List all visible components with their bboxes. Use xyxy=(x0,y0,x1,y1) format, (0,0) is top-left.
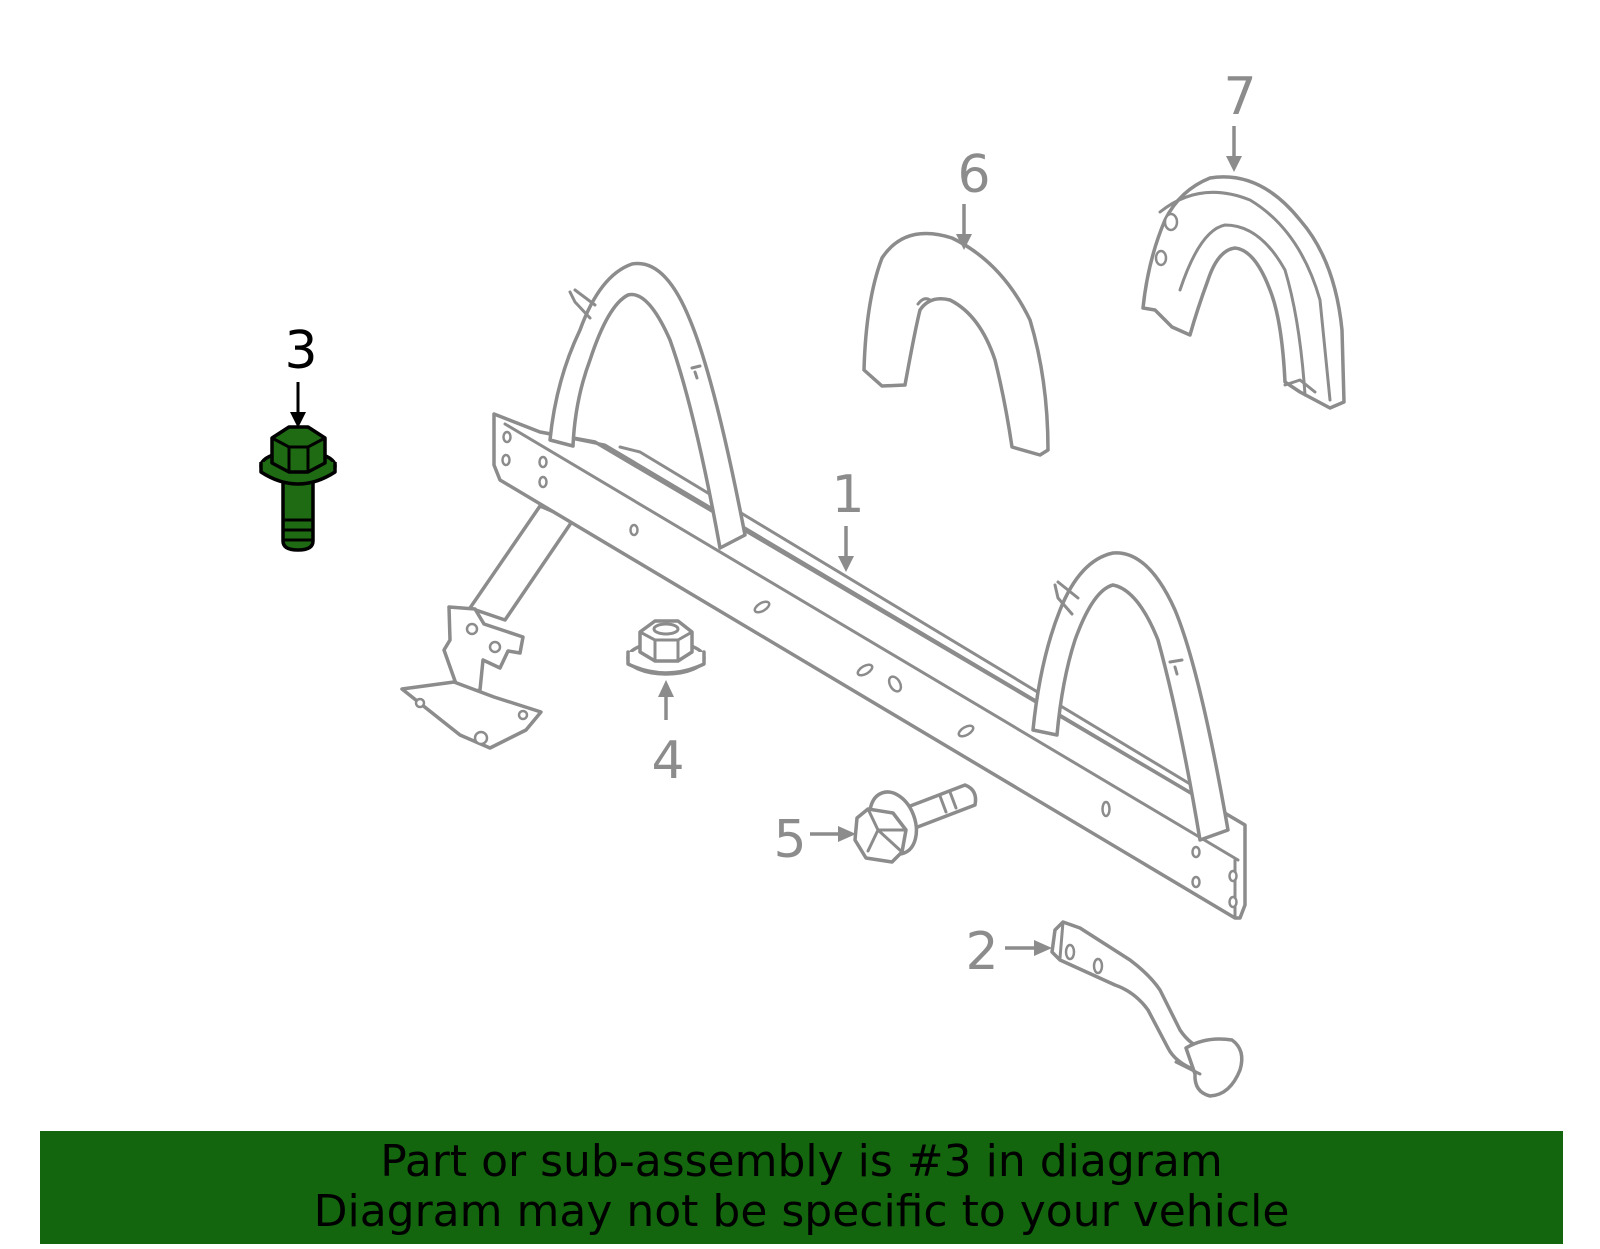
part-3-bolt-highlighted xyxy=(259,425,337,552)
callout-5: 5 xyxy=(773,810,806,870)
part-5-bolt xyxy=(853,783,978,864)
leader-arrows xyxy=(290,126,1242,956)
part-2-bracket xyxy=(1050,920,1244,1098)
callout-2: 2 xyxy=(965,922,998,982)
part-6-hoop-cover xyxy=(862,231,1050,457)
callout-3: 3 xyxy=(284,321,317,381)
banner-part-text: Part or sub-assembly is #3 in diagram xyxy=(380,1136,1223,1187)
part-1-roll-bar-assembly xyxy=(400,261,1247,920)
callout-7: 7 xyxy=(1223,67,1256,127)
callout-6: 6 xyxy=(957,145,990,205)
callout-4: 4 xyxy=(651,731,684,791)
part-4-flange-nut xyxy=(626,619,706,676)
callout-1: 1 xyxy=(831,465,864,525)
highlight-info-banner: Part or sub-assembly is #3 in diagram Di… xyxy=(40,1131,1563,1244)
banner-disclaimer-text: Diagram may not be specific to your vehi… xyxy=(313,1186,1290,1237)
part-7-hoop-cover-inner xyxy=(1141,175,1346,410)
